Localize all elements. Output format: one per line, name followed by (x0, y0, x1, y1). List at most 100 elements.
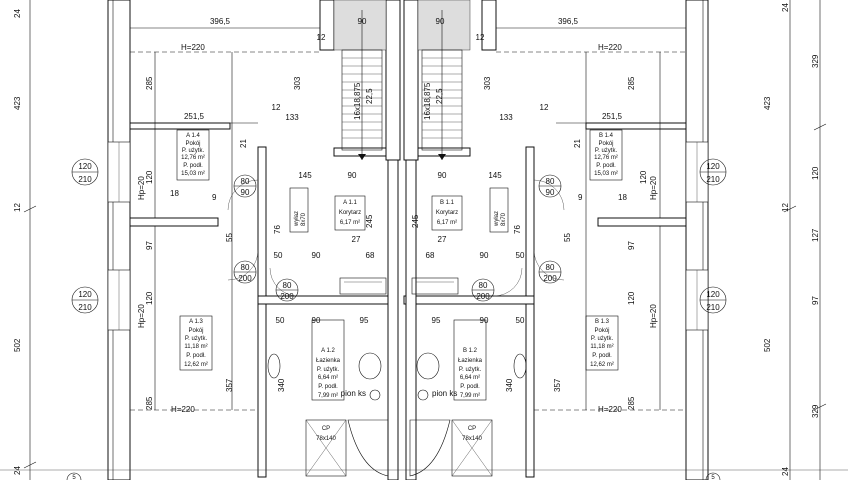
dim-r-145: 145 (488, 171, 502, 180)
wtag-l1-top: 120 (78, 162, 92, 171)
dim-left-small: 12 (317, 33, 326, 42)
room-b12-pp: P. podł. (460, 384, 480, 390)
dim-l-245: 245 (365, 214, 374, 228)
room-b12-pp-val: 7,99 m² (460, 393, 480, 399)
dim-l-97: 97 (145, 241, 154, 250)
left-unit-walls (107, 0, 401, 480)
dim-left-12: 12 (13, 203, 22, 212)
shower-left-size: 78x140 (316, 436, 336, 442)
height-left-bottom: H=220 (171, 405, 195, 414)
dim-l-285-bottom: 285 (145, 396, 154, 410)
wtag-l2-bot: 210 (78, 303, 92, 312)
door-swings (227, 179, 565, 297)
dim-r-95: 95 (432, 316, 441, 325)
room-a11-name: Korytarz (339, 210, 361, 216)
room-b13-pu-val: 11,18 m² (590, 344, 613, 350)
dim-l-12b: 12 (272, 103, 281, 112)
opening-right-line2: 8x70 (501, 212, 507, 226)
room-b12-pu-val: 6,64 m² (460, 375, 480, 381)
room-a11-id: A 1.1 (343, 200, 357, 206)
dtag-l1-bot: 90 (241, 188, 250, 197)
wtag-r2-bot: 210 (706, 303, 720, 312)
room-a12-id: A 1.2 (321, 348, 335, 354)
dim-l-133: 133 (285, 113, 299, 122)
dim-l-68: 68 (366, 251, 375, 260)
door-tag-circles (233, 174, 562, 302)
axis-marker-right: 5 (711, 475, 715, 480)
dim-right-423: 423 (763, 96, 772, 110)
axis-marker-circles (0, 469, 848, 480)
room-boxes (176, 129, 623, 401)
height-right-bottom: H=220 (598, 405, 622, 414)
dim-r-120b: 120 (627, 291, 636, 305)
dtag-l3-bot: 200 (280, 292, 294, 301)
dim-l-340: 340 (277, 378, 286, 392)
room-a13-id: A 1.3 (189, 319, 203, 325)
room-b12-name: Łazienka (458, 358, 483, 364)
height-left-top: H=220 (181, 43, 205, 52)
room-b12-pu: P. użytk. (459, 367, 482, 373)
shower-right-label: CP (468, 426, 476, 432)
dim-right-small: 12 (476, 33, 485, 42)
dtag-l2-top: 80 (241, 263, 250, 272)
room-a11-val: 6,17 m² (340, 220, 360, 226)
dim-r-50: 50 (516, 251, 525, 260)
dim-l-18: 18 (170, 189, 179, 198)
bathroom-fixtures-left (267, 277, 389, 477)
dim-r-357: 357 (553, 378, 562, 392)
stairs-left-angle: 22,5 (365, 88, 374, 104)
room-a14-pu: P. użytk. (182, 148, 205, 154)
dim-l-90b: 90 (312, 251, 321, 260)
room-b11-name: Korytarz (436, 210, 458, 216)
wtag-r1-bot: 210 (706, 175, 720, 184)
stairs-right-steps: 16x18,875 (423, 82, 432, 120)
dtag-l1-top: 80 (241, 177, 250, 186)
dim-right-127: 127 (811, 228, 820, 242)
room-a14-pu-val: 12,76 m² (181, 155, 205, 161)
bathroom-fixtures-right (409, 277, 527, 477)
hp-right-bottom: Hp=20 (649, 304, 658, 328)
room-a12-pp: P. podł. (318, 384, 338, 390)
dim-right-97: 97 (811, 296, 820, 305)
dtag-r2-bot: 200 (543, 274, 557, 283)
dim-r-50b: 50 (516, 316, 525, 325)
dim-right-24-top: 24 (781, 3, 790, 12)
room-b14-name: Pokój (598, 141, 613, 147)
dtag-l3-top: 80 (283, 281, 292, 290)
stairs-right-angle: 22,5 (435, 88, 444, 104)
room-a13-pu: P. użytk. (185, 336, 208, 342)
dim-left-502: 502 (13, 338, 22, 352)
dim-l-50: 50 (274, 251, 283, 260)
dtag-l2-bot: 200 (238, 274, 252, 283)
dim-right-24-bottom: 24 (781, 467, 790, 476)
dim-r-90a: 90 (438, 171, 447, 180)
wtag-r2-top: 120 (706, 290, 720, 299)
dim-left-423: 423 (13, 96, 22, 110)
room-b11-val: 6,17 m² (437, 220, 457, 226)
opening-left-line1: wyłaz (294, 211, 300, 227)
dim-l-76: 76 (273, 225, 282, 234)
room-b13-pu: P. użytk. (591, 336, 614, 342)
room-b13-id: B 1.3 (595, 319, 610, 325)
dim-r-285-bottom: 285 (627, 396, 636, 410)
dim-r-76: 76 (513, 225, 522, 234)
dim-left-24-top: 24 (13, 9, 22, 18)
dtag-r3-top: 80 (479, 281, 488, 290)
shower-right-size: 78x140 (462, 436, 482, 442)
dim-l-251: 251,5 (184, 112, 205, 121)
opening-right-line1: wyłaz (494, 211, 500, 227)
dtag-r2-top: 80 (546, 263, 555, 272)
dim-l-9: 9 (212, 193, 217, 202)
shower-left-label: CP (322, 426, 330, 432)
room-a13-pu-val: 11,18 m² (184, 344, 207, 350)
wtag-l1-bot: 210 (78, 175, 92, 184)
room-b14-id: B 1.4 (599, 133, 614, 139)
room-a13-pp-val: 12,62 m² (184, 362, 208, 368)
room-b14-pp-val: 15,03 m² (594, 171, 618, 177)
room-a13-pp: P. podł. (186, 353, 206, 359)
dim-r-12b: 12 (540, 103, 549, 112)
room-a13-name: Pokój (188, 328, 203, 334)
room-a12-pp-val: 7,99 m² (318, 393, 338, 399)
room-b14-pp: P. podł. (596, 163, 616, 169)
left-stairs (341, 10, 383, 160)
